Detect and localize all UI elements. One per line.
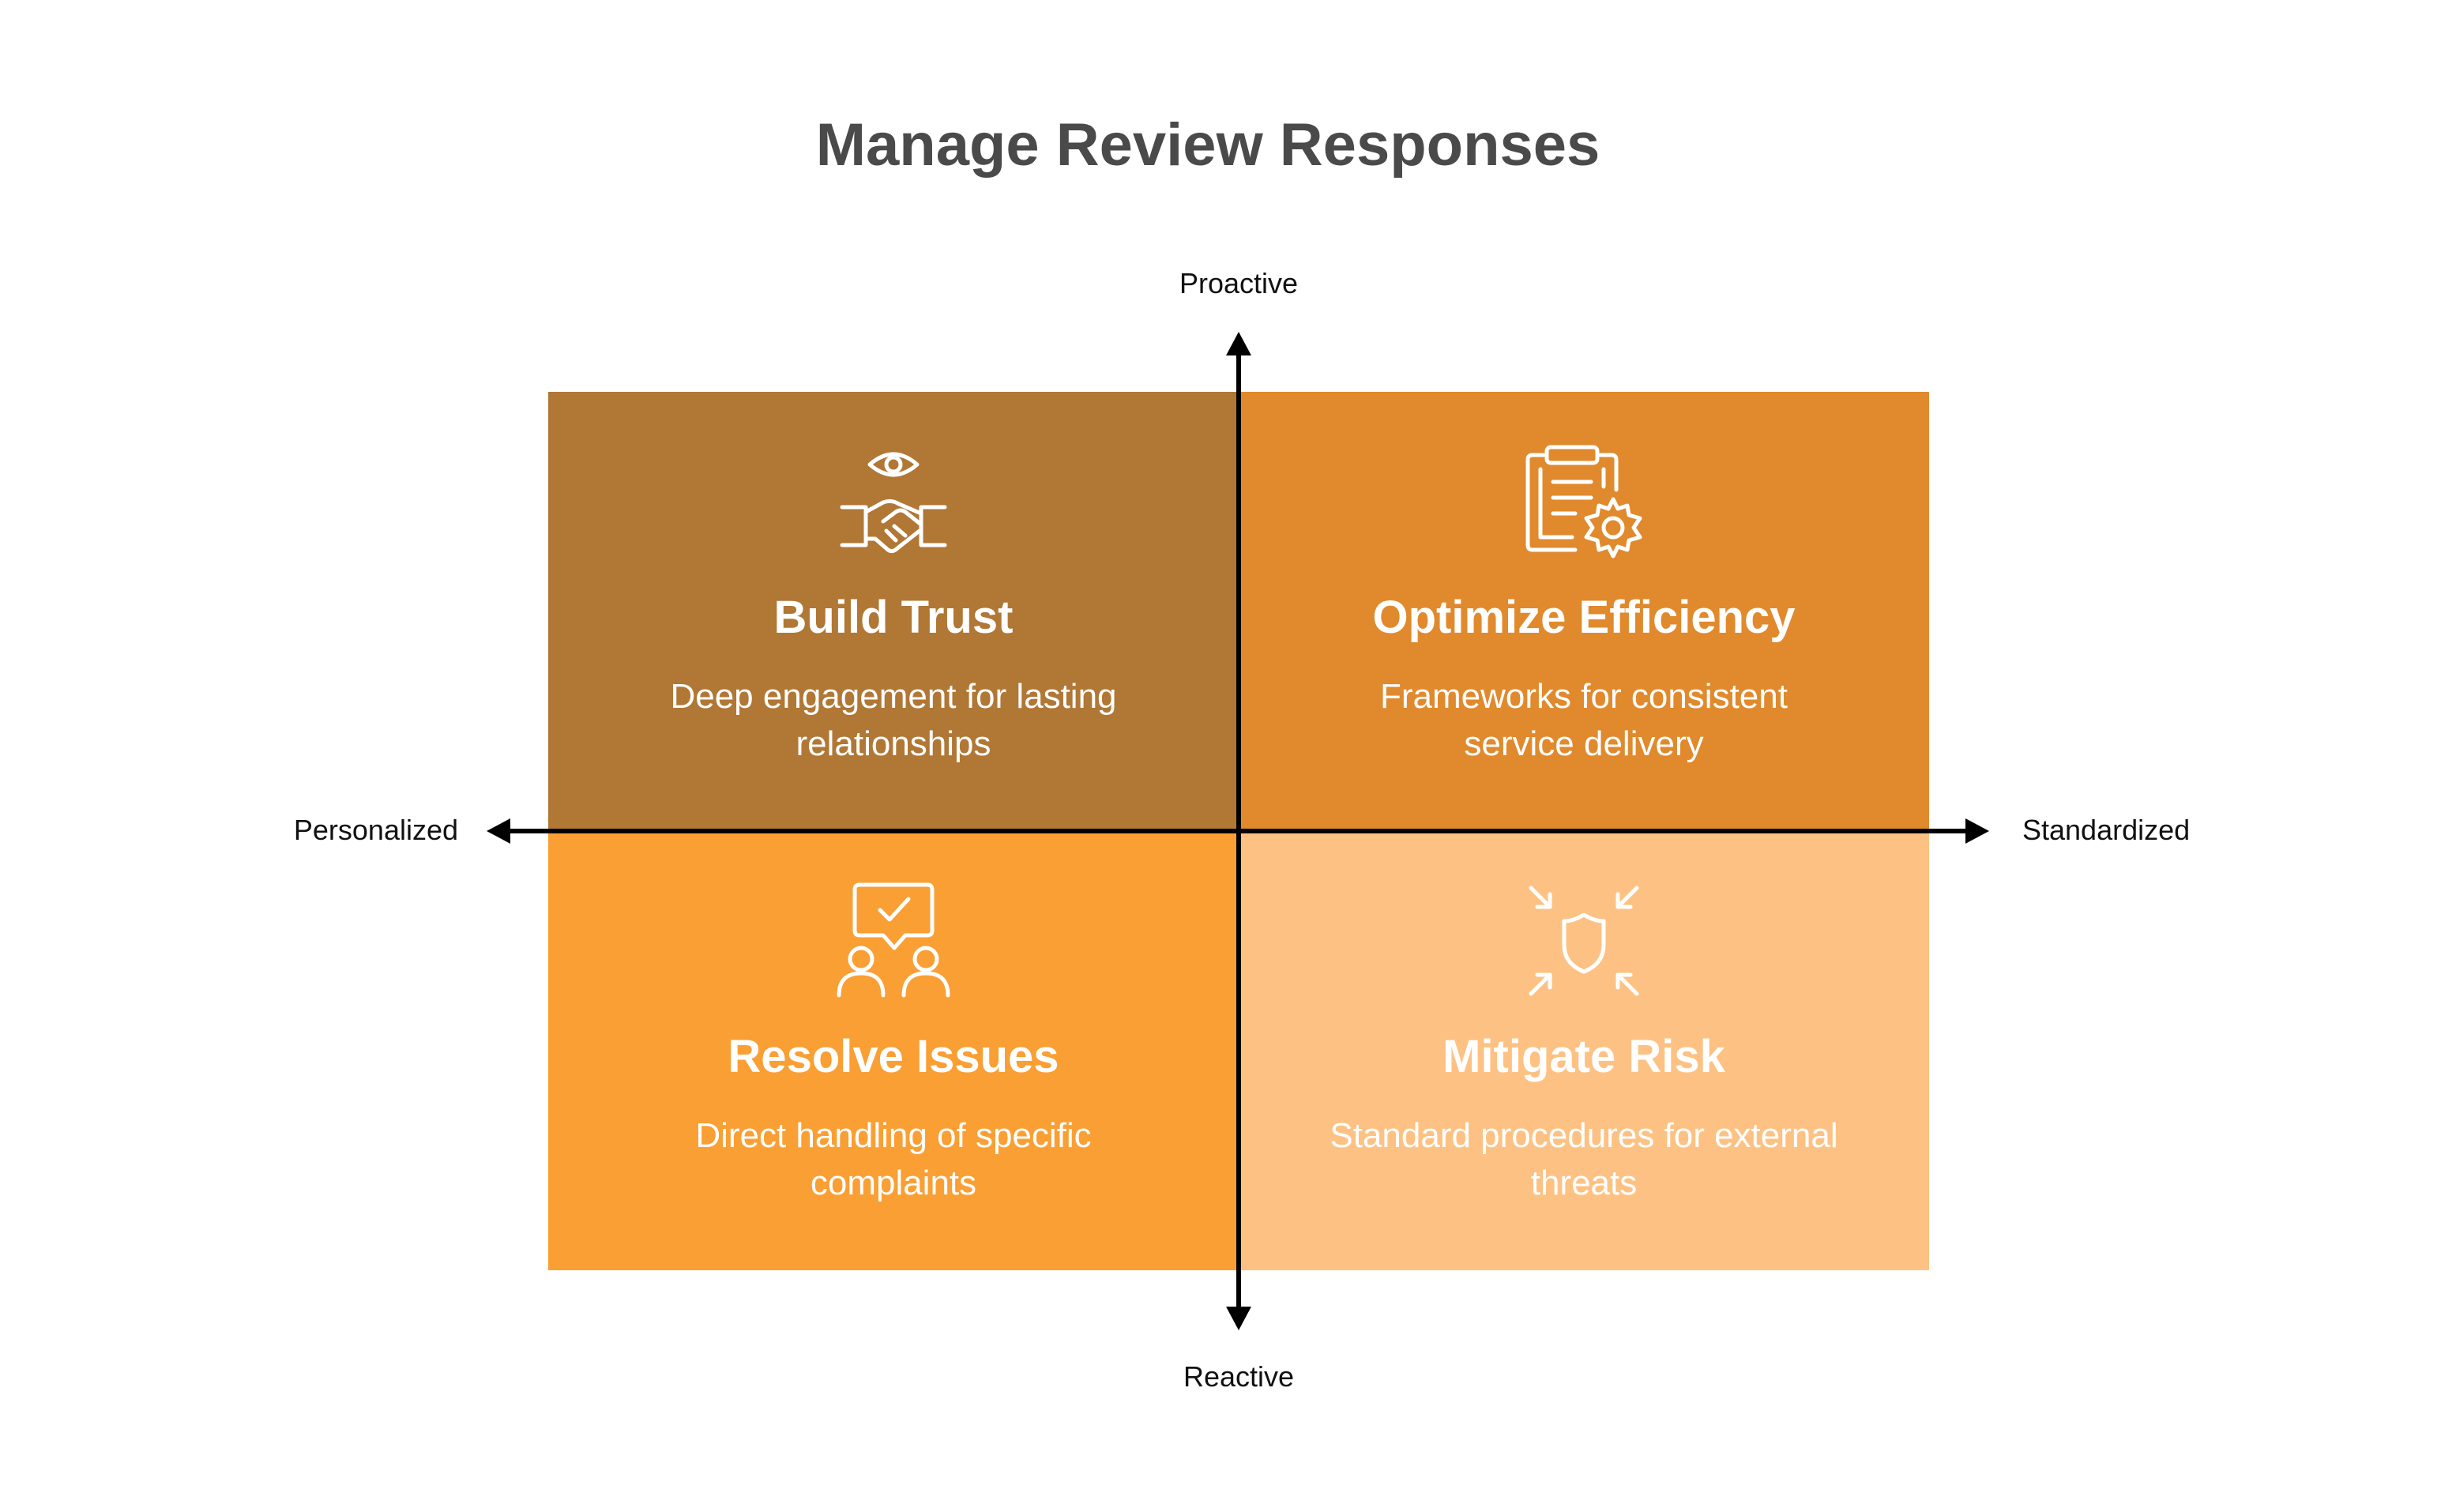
arrow-down-icon xyxy=(1226,1307,1251,1330)
quadrant-title: Mitigate Risk xyxy=(1442,1031,1725,1082)
arrow-up-icon xyxy=(1226,332,1251,355)
arrow-right-icon xyxy=(1965,818,1989,844)
axis-label-personalized: Personalized xyxy=(293,814,458,846)
axis-label-reactive: Reactive xyxy=(1183,1360,1295,1393)
shield-arrows-icon xyxy=(1525,882,1643,1000)
quadrant-description: Deep engagement for lasting relationship… xyxy=(670,677,1117,763)
quadrant-mitigate-risk: Mitigate Risk Standard procedures for ex… xyxy=(1239,831,1929,1270)
arrow-left-icon xyxy=(487,818,510,844)
axis-label-standardized: Standardized xyxy=(2022,814,2191,846)
quadrant-description: Standard procedures for external threats xyxy=(1330,1116,1838,1202)
quadrant-title: Build Trust xyxy=(773,592,1014,643)
diagram-title: Manage Review Responses xyxy=(815,111,1600,179)
quadrant-description: Frameworks for consistent service delive… xyxy=(1380,677,1788,763)
quadrant-title: Resolve Issues xyxy=(728,1031,1059,1082)
quadrant-title: Optimize Efficiency xyxy=(1372,592,1796,643)
quadrant-optimize-efficiency: Optimize Efficiency Frameworks for consi… xyxy=(1239,392,1929,831)
clipboard-gear-icon xyxy=(1525,442,1643,561)
quadrant-resolve-issues: Resolve Issues Direct handling of specif… xyxy=(548,831,1239,1270)
quadrant-build-trust: Build Trust Deep engagement for lasting … xyxy=(548,392,1239,831)
eye-handshake-icon xyxy=(834,442,953,561)
axis-label-proactive: Proactive xyxy=(1179,267,1299,299)
people-chat-check-icon xyxy=(834,882,953,1000)
quadrant-description: Direct handling of specific complaints xyxy=(695,1116,1092,1202)
